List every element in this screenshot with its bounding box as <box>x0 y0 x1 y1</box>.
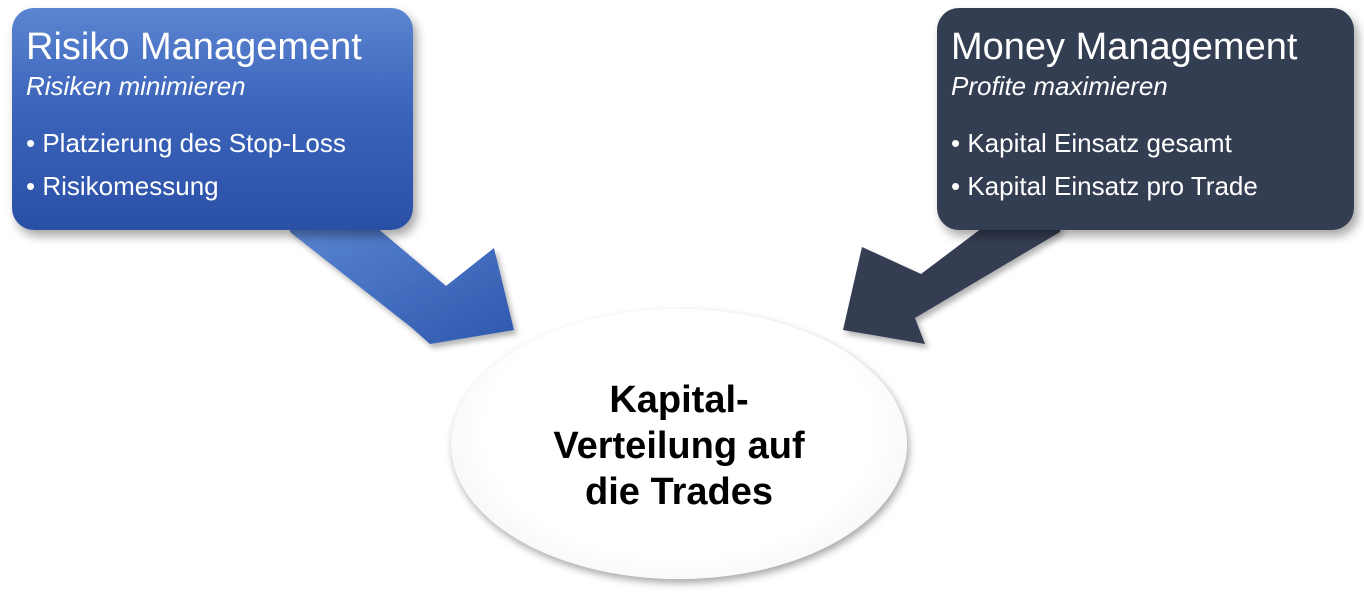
risk-management-title: Risiko Management <box>26 26 362 68</box>
money-management-subtitle: Profite maximieren <box>951 71 1168 101</box>
risk-management-list: • Platzierung des Stop-Loss • Risikomess… <box>26 122 399 208</box>
money-management-box: Money Management Profite maximieren • Ka… <box>937 8 1354 230</box>
list-item: • Kapital Einsatz gesamt <box>951 128 1232 158</box>
list-item: • Platzierung des Stop-Loss <box>26 128 346 158</box>
right-arrow <box>843 222 1060 344</box>
risk-management-box: Risiko Management Risiken minimieren • P… <box>12 8 413 230</box>
capital-allocation-label: Kapital- Verteilung auf die Trades <box>499 377 859 515</box>
money-management-title: Money Management <box>951 26 1298 68</box>
list-item: • Risikomessung <box>26 171 219 201</box>
center-line: die Trades <box>585 471 773 513</box>
center-line: Verteilung auf <box>553 425 805 467</box>
money-management-list: • Kapital Einsatz gesamt • Kapital Einsa… <box>951 122 1340 208</box>
left-arrow <box>290 222 514 344</box>
capital-allocation-ellipse: Kapital- Verteilung auf die Trades <box>451 309 907 579</box>
list-item: • Kapital Einsatz pro Trade <box>951 171 1258 201</box>
center-line: Kapital- <box>609 379 749 421</box>
risk-management-subtitle: Risiken minimieren <box>26 71 246 101</box>
